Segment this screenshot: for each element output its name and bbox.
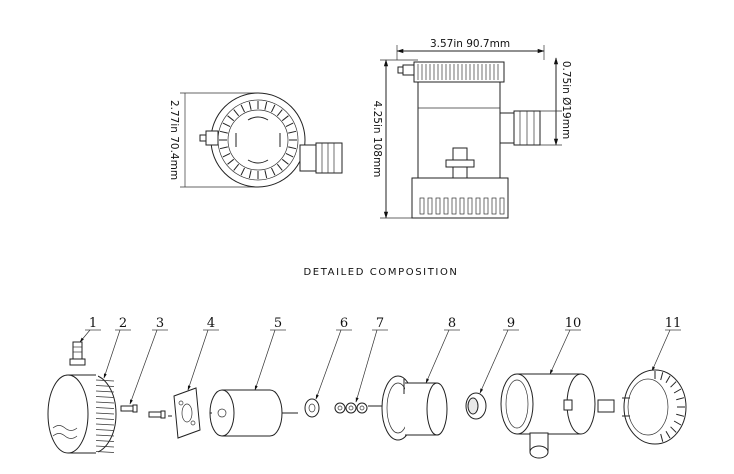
- part-number-label: 6: [340, 316, 348, 331]
- part-number-label: 4: [207, 316, 215, 331]
- part-number-label: 2: [119, 316, 127, 331]
- part-7-o-rings: [334, 402, 368, 414]
- part-5-motor: [209, 389, 298, 437]
- part-number-label: 7: [376, 316, 384, 331]
- part-leaders: 1 2 3 4 5 6 7 8 9 10 11: [79, 316, 682, 405]
- side-view: 3.57in 90.7mm 4.25in 108mm 0.75in Ø19mm: [371, 38, 572, 219]
- part-9-impeller: [465, 392, 487, 420]
- exploded-view: 1 2 3 4 5 6 7 8 9 10 11: [47, 316, 687, 459]
- part-1-nipple: [69, 341, 86, 366]
- outlet-base: [299, 144, 317, 172]
- cap-ribs: [417, 64, 499, 80]
- part-number-label: 3: [156, 316, 164, 331]
- part-8-impeller-housing: [368, 375, 448, 441]
- part-number-label: 10: [565, 316, 582, 331]
- inner-slot: [247, 116, 269, 121]
- part-number-label: 5: [274, 316, 282, 331]
- part-6-seal-ring: [304, 398, 320, 418]
- inner-slot: [247, 159, 269, 164]
- side-outlet-base: [499, 112, 515, 144]
- part-10-pump-body: [500, 373, 596, 459]
- base-slots: [419, 197, 505, 215]
- outlet-hose-barb: [315, 142, 343, 174]
- strainer-slots: [219, 101, 297, 179]
- side-nipple: [402, 64, 415, 76]
- top-view: 2.77in 70.4mm: [168, 92, 343, 188]
- top-view-height-label: 2.77in 70.4mm: [168, 100, 180, 180]
- part-number-label: 8: [448, 316, 456, 331]
- height-label: 4.25in 108mm: [371, 101, 383, 178]
- part-number-label: 1: [89, 316, 97, 331]
- part-4-end-plate: [168, 387, 201, 439]
- part-number-label: 9: [507, 316, 515, 331]
- part-2-cap: [47, 374, 117, 454]
- outlet-label: 0.75in Ø19mm: [560, 61, 572, 139]
- part-number-label: 11: [665, 316, 682, 331]
- motor-cap: [413, 61, 505, 83]
- section-title: DETAILED COMPOSITION: [304, 267, 459, 278]
- part-3-screws: [120, 404, 166, 419]
- width-label: 3.57in 90.7mm: [430, 38, 510, 50]
- inlet-nipple: [205, 130, 219, 146]
- part-11-strainer-base: [597, 369, 687, 445]
